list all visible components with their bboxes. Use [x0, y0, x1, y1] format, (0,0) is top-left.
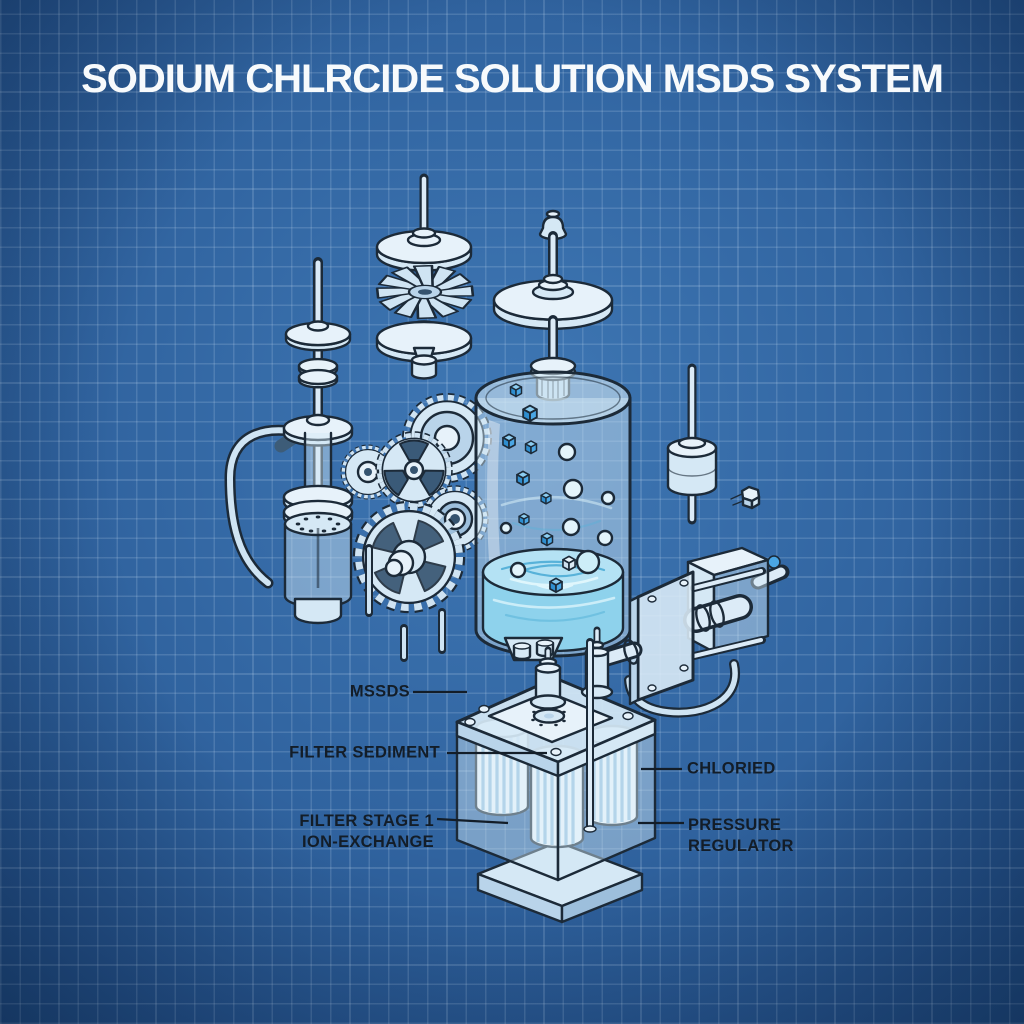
- pressure-pump: [591, 546, 790, 718]
- label-pressure-regulator: PRESSURE REGULATOR: [688, 815, 794, 857]
- bubbles: [499, 442, 616, 579]
- label-msds: MSSDS: [349, 682, 410, 701]
- check-valve: [666, 363, 718, 525]
- label-filter-sediment: FILTER SEDIMENT: [289, 743, 440, 762]
- impeller-stack: [375, 173, 475, 380]
- page-title: SODIUM CHLRCIDE SOLUTION MSDS SYSTEM: [81, 57, 944, 101]
- filter-top-plate: [455, 676, 657, 778]
- leader-filter-stage: [436, 817, 509, 825]
- label-pressure-line2: REGULATOR: [688, 837, 794, 855]
- leader-lines: [413, 690, 684, 825]
- gear-train: [343, 398, 487, 662]
- base-plinth: [476, 840, 644, 924]
- tank-liquid: [481, 547, 625, 653]
- tank-stand: [503, 636, 564, 662]
- label-filter-stage: FILTER STAGE 1 ION-EXCHANGE: [274, 811, 434, 853]
- dosing-pump-assembly: [224, 257, 353, 625]
- hex-nut: [730, 485, 761, 510]
- label-filter-stage-line1: FILTER STAGE 1: [299, 812, 434, 830]
- dosing-vessel: [283, 511, 353, 625]
- label-chloried: CHLORIED: [687, 759, 776, 778]
- label-pressure-line1: PRESSURE: [688, 816, 782, 834]
- impeller-blades: [375, 264, 475, 320]
- filter-unit: [455, 626, 657, 924]
- mixing-tank: [474, 370, 632, 658]
- label-filter-stage-line2: ION-EXCHANGE: [302, 833, 434, 851]
